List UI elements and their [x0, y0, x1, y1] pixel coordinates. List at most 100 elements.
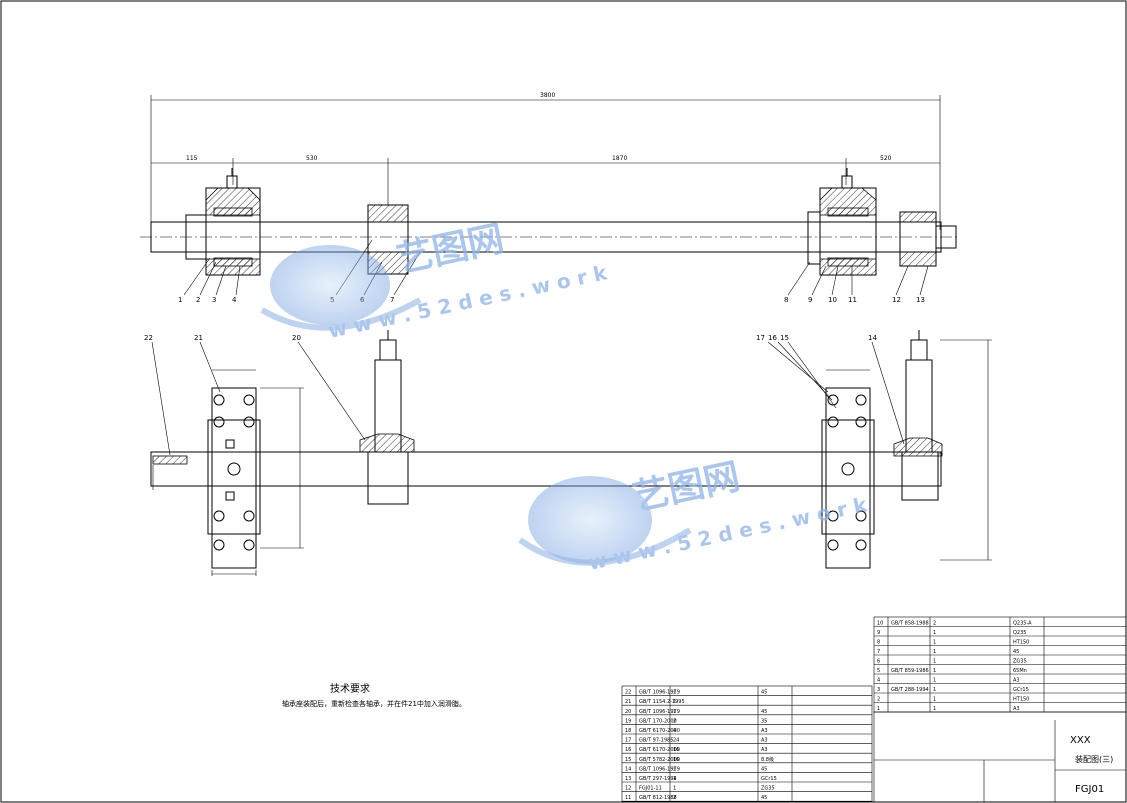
- bom-left-row-14-col-3: 45: [761, 766, 767, 772]
- drawing-code: FGJ01: [1075, 784, 1104, 795]
- bom-right-row-5-col-0: 5: [877, 668, 880, 674]
- bom-left-row-11-col-2: 2: [673, 795, 676, 801]
- bom-left-row-11-col-3: 45: [761, 795, 767, 801]
- bom-left-row-13-col-2: 1: [673, 776, 676, 782]
- bom-left-row-18-col-2: 4: [673, 728, 676, 734]
- bom-left-row-18-col-1: GB/T 6170-2000: [639, 728, 680, 734]
- bom-left-row-22-col-3: 45: [761, 690, 767, 696]
- right-pillow-block: [821, 387, 875, 569]
- bottom-part-number-22: 22: [144, 334, 153, 342]
- bom-left-row-15-col-2: 16: [673, 757, 679, 763]
- bom-right-row-9-col-0: 9: [877, 630, 880, 636]
- top-part-number-3: 3: [212, 296, 216, 304]
- top-part-number-4: 4: [232, 296, 237, 304]
- bom-left-row-15-col-0: 15: [625, 757, 631, 763]
- bom-right-row-10-col-0: 10: [877, 621, 883, 627]
- bom-left-row-15-col-3: 8.8级: [761, 756, 774, 763]
- bom-right-row-3-col-2: 1: [933, 687, 936, 693]
- bom-right-row-8-col-2: 1: [933, 640, 936, 646]
- bom-right-row-6-col-0: 6: [877, 659, 880, 665]
- bom-left-row-14-col-0: 14: [625, 766, 631, 772]
- bom-left-row-16-col-3: A3: [761, 747, 768, 753]
- top-part-number-13: 13: [916, 296, 925, 304]
- top-part-number-8: 8: [784, 296, 788, 304]
- middle-stand: [359, 330, 415, 505]
- bom-left-row-12-col-0: 12: [625, 786, 631, 792]
- bottom-part-number-15: 15: [780, 334, 789, 342]
- top-part-number-11: 11: [848, 296, 857, 304]
- bom-left-row-20-col-2: 1: [673, 709, 676, 715]
- right-bearing-housing: [807, 168, 877, 276]
- bom-right-row-5-col-1: GB/T 859-1986: [891, 668, 929, 674]
- bom-right-row-3-col-1: GB/T 288-1994: [891, 687, 929, 693]
- bom-left-row-18-col-3: A3: [761, 728, 768, 734]
- bom-left-row-22-col-0: 22: [625, 690, 631, 696]
- bom-left-row-14-col-1: GB/T 1096-1979: [639, 766, 680, 772]
- left-pillow-block: [207, 387, 261, 569]
- watermark-cn-top: 艺图网: [393, 218, 507, 281]
- bottom-front-view: 22 21 20 17 16 15 14: [144, 330, 992, 576]
- bom-left-row-22-col-2: 1: [673, 690, 676, 696]
- bom-right-row-1-col-2: 1: [933, 706, 936, 712]
- bom-right-row-4-col-2: 1: [933, 678, 936, 684]
- right-stand: [893, 330, 943, 501]
- sheet-label: 装配图(三): [1075, 754, 1113, 764]
- drawing-name: XXX: [1070, 735, 1091, 746]
- bom-right-row-7-col-2: 1: [933, 649, 936, 655]
- bom-right-row-2-col-3: HT150: [1013, 697, 1029, 703]
- title-block: [873, 711, 1127, 803]
- bom-grid-left: [621, 685, 873, 802]
- bom-left-row-19-col-3: 35: [761, 718, 767, 724]
- right-coupling: [899, 211, 957, 267]
- bottom-part-number-16: 16: [768, 334, 777, 342]
- bom-left-row-13-col-1: GB/T 297-1994: [639, 776, 677, 782]
- bom-right-row-10-col-3: Q235-A: [1013, 621, 1032, 627]
- bom-right-row-5-col-2: 1: [933, 668, 936, 674]
- seg-dim-4: 520: [880, 155, 892, 162]
- watermark-bottom: 艺图网 w w w . 5 2 d e s . w o r k: [518, 456, 870, 575]
- bom-grid-right: [873, 616, 1127, 713]
- bom-left-row-20-col-3: 45: [761, 709, 767, 715]
- tech-req-text: 轴承座装配后，重新检查各轴承，并在件21中加入润滑脂。: [282, 699, 466, 708]
- top-part-number-9: 9: [808, 296, 812, 304]
- bom-right-row-7-col-0: 7: [877, 649, 880, 655]
- bom-left-row-19-col-2: 2: [673, 718, 676, 724]
- bom-left-row-21-col-0: 21: [625, 699, 631, 705]
- bom-right-row-2-col-0: 2: [877, 697, 880, 703]
- bottom-part-number-20: 20: [292, 334, 301, 342]
- watermark-cn-bottom: 艺图网: [629, 456, 743, 519]
- bom-left-row-11-col-0: 11: [625, 795, 631, 801]
- bom-left-row-11-col-1: GB/T 812-1988: [639, 795, 677, 801]
- bom-left-row-16-col-0: 16: [625, 747, 631, 753]
- bom-left-row-13-col-0: 13: [625, 776, 631, 782]
- bom-left-row-12-col-2: 1: [673, 786, 676, 792]
- seg-dim-3: 1870: [612, 155, 627, 162]
- bom-left-row-20-col-0: 20: [625, 709, 631, 715]
- bom-left-row-17-col-1: GB/T 97-1985: [639, 738, 674, 744]
- bom-right-row-2-col-2: 1: [933, 697, 936, 703]
- bom-right-row-9-col-2: 1: [933, 630, 936, 636]
- bom-left-row-22-col-1: GB/T 1096-1979: [639, 690, 680, 696]
- top-part-number-1: 1: [178, 296, 182, 304]
- bom-right-row-3-col-3: GCr15: [1013, 687, 1029, 693]
- bom-right-row-1-col-0: 1: [877, 706, 880, 712]
- bom-right-row-4-col-0: 4: [877, 678, 880, 684]
- top-part-number-12: 12: [892, 296, 901, 304]
- top-part-number-10: 10: [828, 296, 837, 304]
- bom-left-row-14-col-2: 1: [673, 766, 676, 772]
- bom-left-row-21-col-1: GB/T 1154.2-1995: [639, 699, 685, 705]
- bottom-part-leaders: [151, 341, 905, 456]
- overall-dimension: 3800: [540, 92, 555, 99]
- bottom-part-number-17: 17: [756, 334, 765, 342]
- seg-dim-2: 530: [306, 155, 318, 162]
- bom-left-row-17-col-3: A3: [761, 738, 768, 744]
- bom-right-row-1-col-3: A3: [1013, 706, 1020, 712]
- bom-right-row-8-col-3: HT150: [1013, 640, 1029, 646]
- bom-left-row-12-col-3: ZG35: [761, 786, 775, 792]
- bottom-part-number-21: 21: [194, 334, 203, 342]
- bom-right-row-3-col-0: 3: [877, 687, 880, 693]
- bom-left-row-15-col-1: GB/T 5782-2000: [639, 757, 680, 763]
- bom-right-row-4-col-3: A3: [1013, 678, 1020, 684]
